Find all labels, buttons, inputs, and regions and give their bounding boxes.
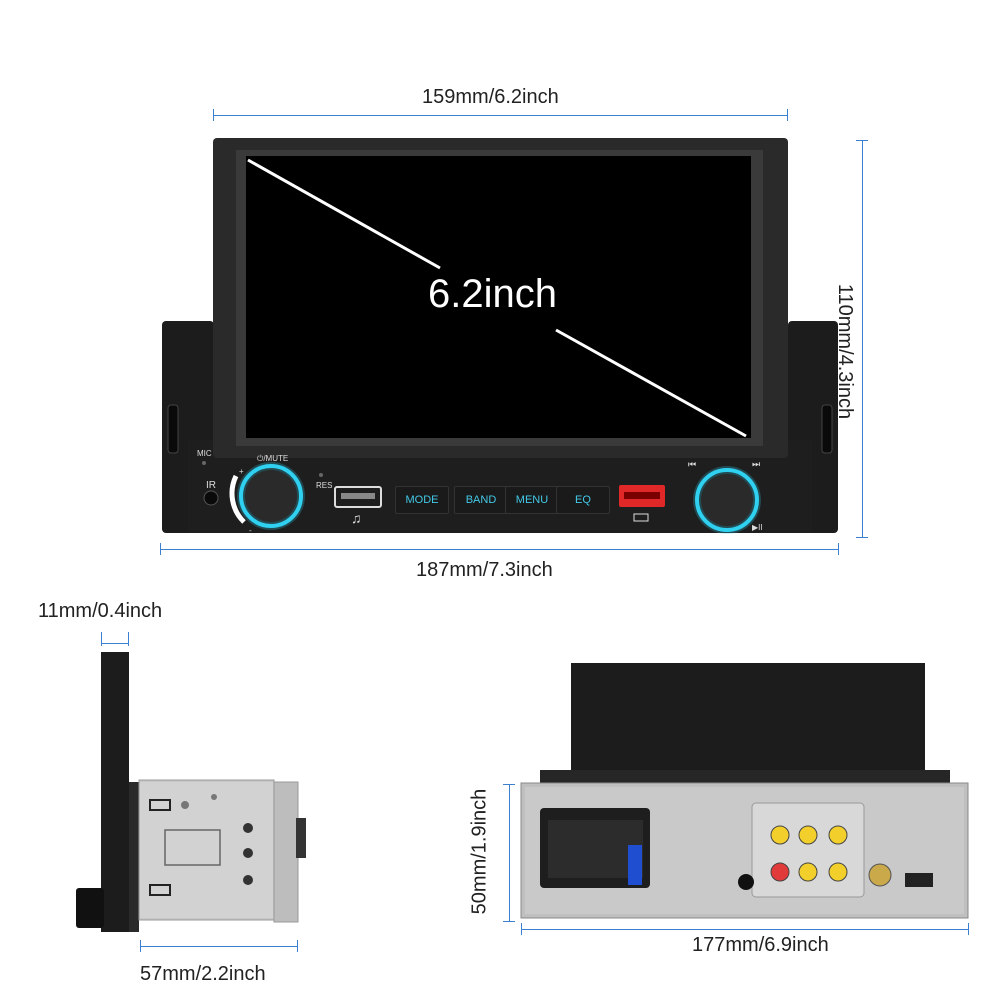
front-width-label: 159mm/6.2inch: [422, 86, 559, 108]
front-width-tick-right: [787, 109, 788, 121]
ir-label: IR: [206, 480, 216, 491]
body-width-label: 187mm/7.3inch: [416, 559, 553, 581]
back-height-tick-top: [503, 784, 515, 785]
back-width-label: 177mm/6.9inch: [692, 934, 829, 956]
prev-track-label: ⏮: [688, 459, 697, 469]
back-height-tick-bottom: [503, 921, 515, 922]
side-top-depth-label: 11mm/0.4inch: [38, 600, 163, 622]
plus-label: +: [239, 467, 244, 476]
back-width-line: [521, 929, 969, 930]
music-note-icon: ♫: [351, 510, 362, 526]
side-top-depth-line: [101, 643, 129, 644]
front-height-line: [862, 140, 863, 538]
band-button[interactable]: BAND: [454, 486, 508, 514]
side-depth-tick-right: [297, 940, 298, 952]
play-pause-label: ▶II: [752, 523, 763, 532]
back-width-tick-right: [968, 923, 969, 935]
front-height-tick-top: [856, 140, 868, 141]
minus-label: -: [249, 526, 252, 535]
mode-button[interactable]: MODE: [395, 486, 449, 514]
body-width-line: [160, 549, 838, 550]
eq-button[interactable]: EQ: [556, 486, 610, 514]
side-top-depth-tick-right: [128, 632, 129, 646]
menu-button[interactable]: MENU: [505, 486, 559, 514]
side-depth-tick-left: [140, 940, 141, 952]
body-width-tick-right: [838, 543, 839, 555]
front-width-line: [213, 115, 788, 116]
res-label: RES: [316, 481, 333, 490]
side-depth-line: [140, 946, 298, 947]
screen-size-label: 6.2inch: [428, 272, 557, 317]
front-width-tick-left: [213, 109, 214, 121]
back-width-tick-left: [521, 923, 522, 935]
front-height-tick-bottom: [856, 537, 868, 538]
power-mute-label: ⏻/MUTE: [257, 454, 289, 463]
mic-label: MIC: [197, 449, 212, 458]
side-depth-label: 57mm/2.2inch: [140, 963, 266, 985]
body-width-tick-left: [160, 543, 161, 555]
side-top-depth-tick-left: [101, 632, 102, 646]
back-height-line: [509, 784, 510, 922]
next-track-label: ⏭: [752, 459, 761, 469]
